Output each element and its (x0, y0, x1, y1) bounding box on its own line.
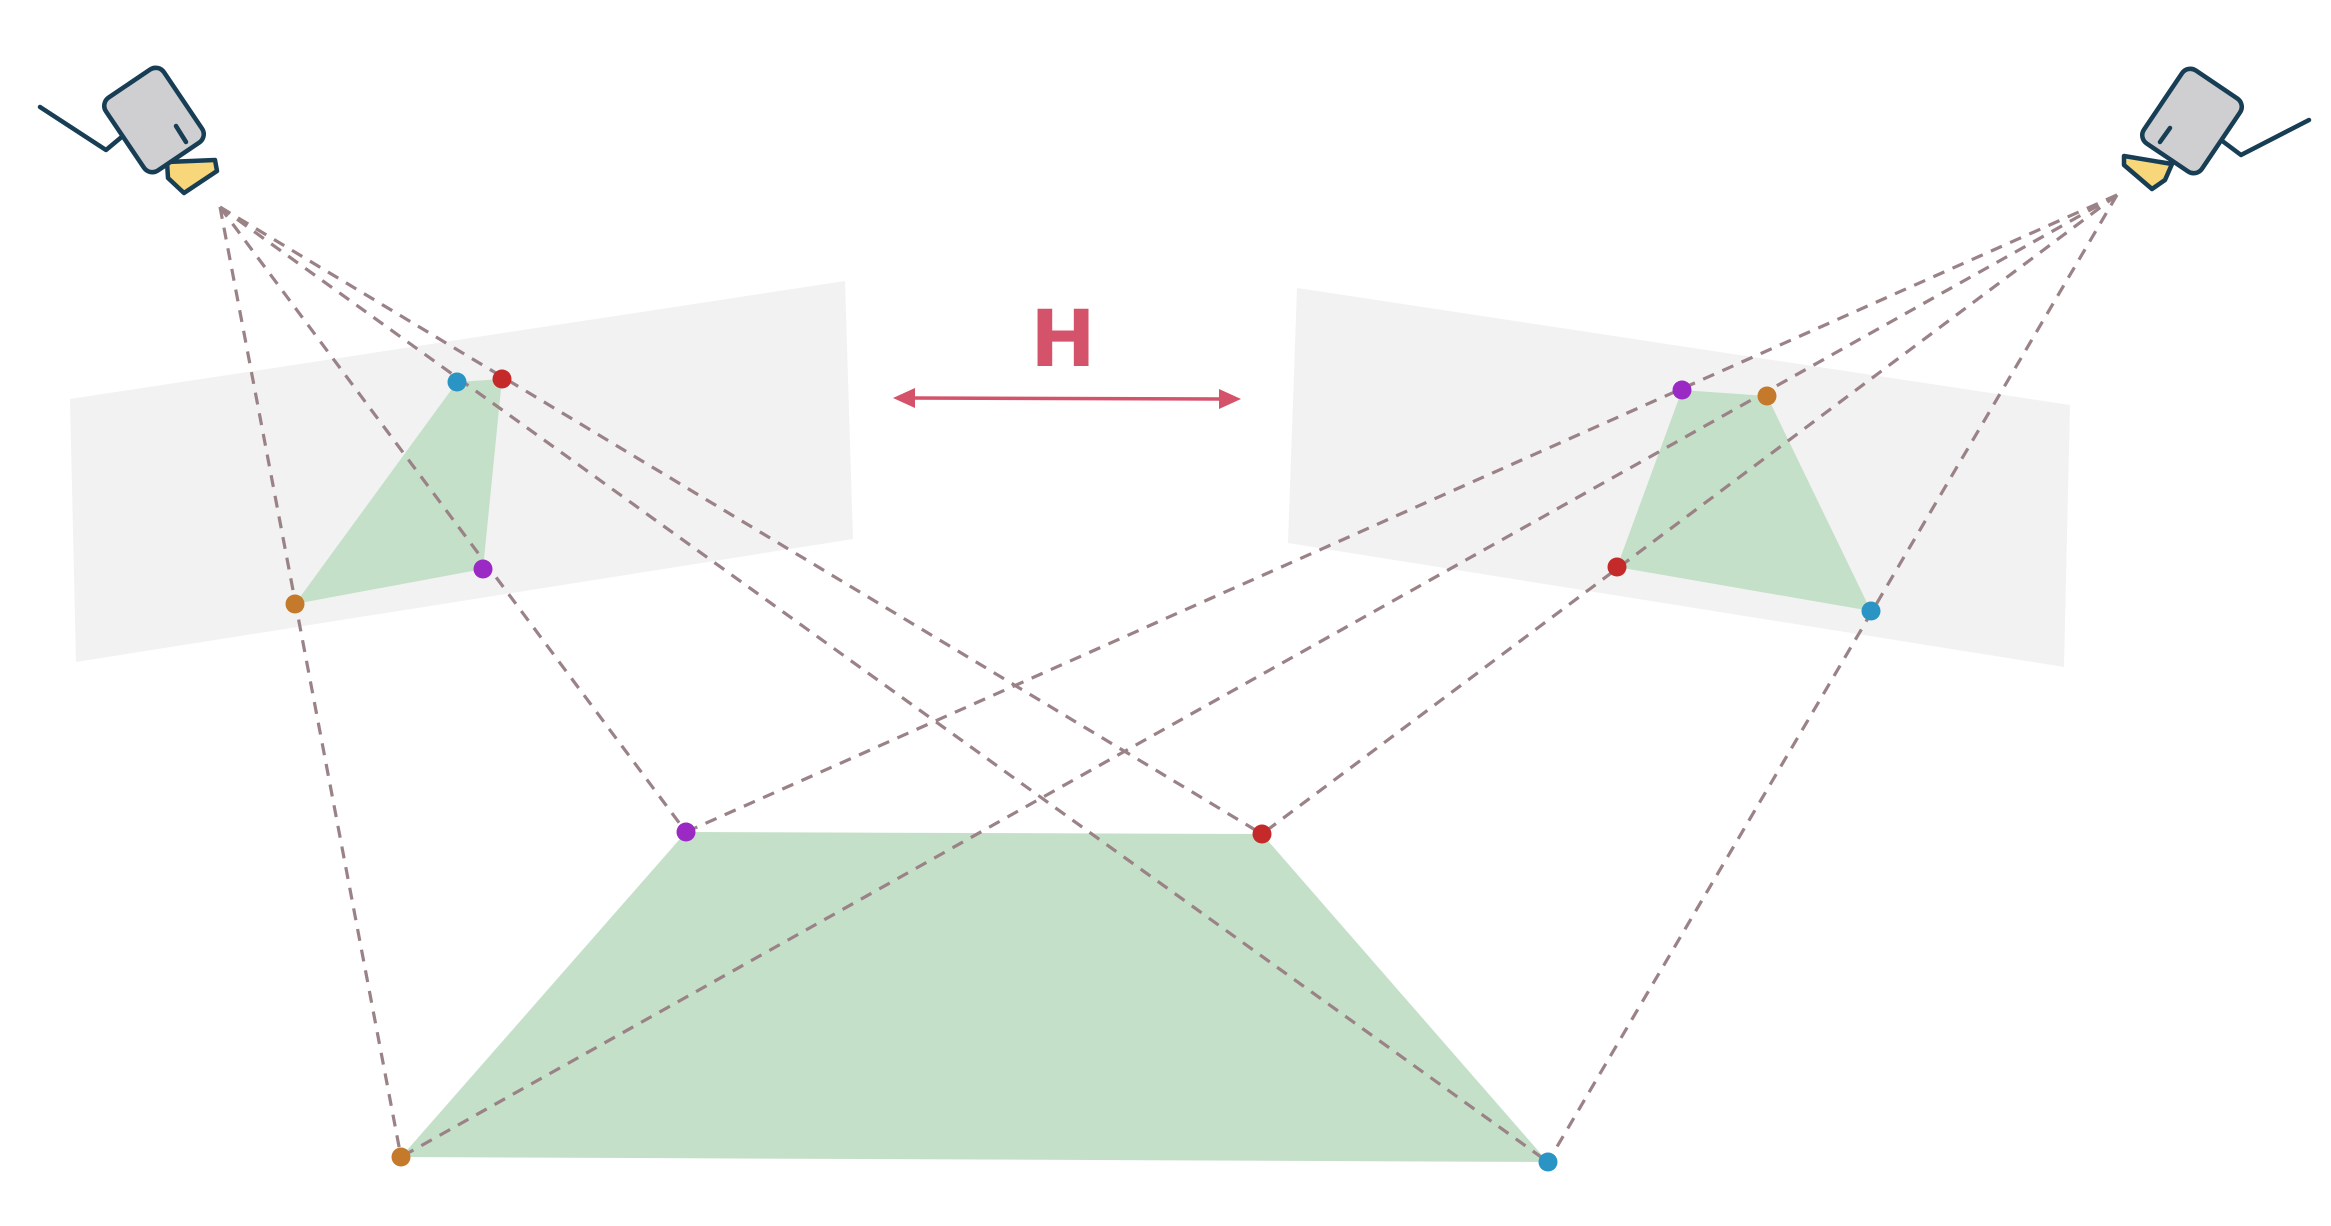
left-point-red (492, 369, 512, 389)
left-ray-purple (218, 206, 688, 833)
right-ray-orange (400, 193, 2118, 1159)
right-camera-rays (400, 193, 2119, 1163)
right-point-blue (1861, 601, 1881, 621)
left-camera-mount (37, 104, 127, 153)
right-point-red (1607, 557, 1627, 577)
ground-point-blue (1538, 1152, 1558, 1172)
left-point-purple (473, 559, 493, 579)
left-point-blue (447, 372, 467, 392)
left-camera-body (102, 65, 206, 175)
homography-arrow (893, 388, 1241, 409)
ground-plane-points (391, 822, 1558, 1172)
left-ray-orange (218, 206, 403, 1158)
right-camera-mount (2218, 117, 2312, 158)
arrow-head-right (1219, 389, 1241, 409)
ground-point-orange (391, 1147, 411, 1167)
right-camera-slot (2157, 125, 2173, 145)
left-camera-rays (218, 205, 1549, 1164)
left-camera-icon (37, 65, 220, 196)
left-camera-slot (173, 123, 189, 145)
left-image-region (295, 379, 502, 604)
right-camera-body (2140, 66, 2244, 176)
left-point-orange (285, 594, 305, 614)
right-point-purple (1672, 380, 1692, 400)
right-point-orange (1757, 386, 1777, 406)
left-image-points (285, 369, 512, 614)
right-ray-red (1261, 193, 2118, 836)
right-camera-icon (2121, 66, 2312, 192)
left-camera-lens (164, 157, 220, 196)
right-image-region (1617, 390, 1871, 611)
right-image-points (1607, 380, 1881, 621)
homography-label: H (1030, 295, 1095, 385)
ground-plane-region (401, 832, 1548, 1162)
ground-point-red (1252, 824, 1272, 844)
right-ray-purple (685, 193, 2118, 834)
right-camera-lens (2121, 153, 2175, 192)
ground-point-purple (676, 822, 696, 842)
arrow-head-left (893, 388, 915, 408)
left-ray-red (219, 205, 1263, 836)
right-ray-blue (1546, 194, 2119, 1163)
arrow-shaft (911, 396, 1223, 401)
